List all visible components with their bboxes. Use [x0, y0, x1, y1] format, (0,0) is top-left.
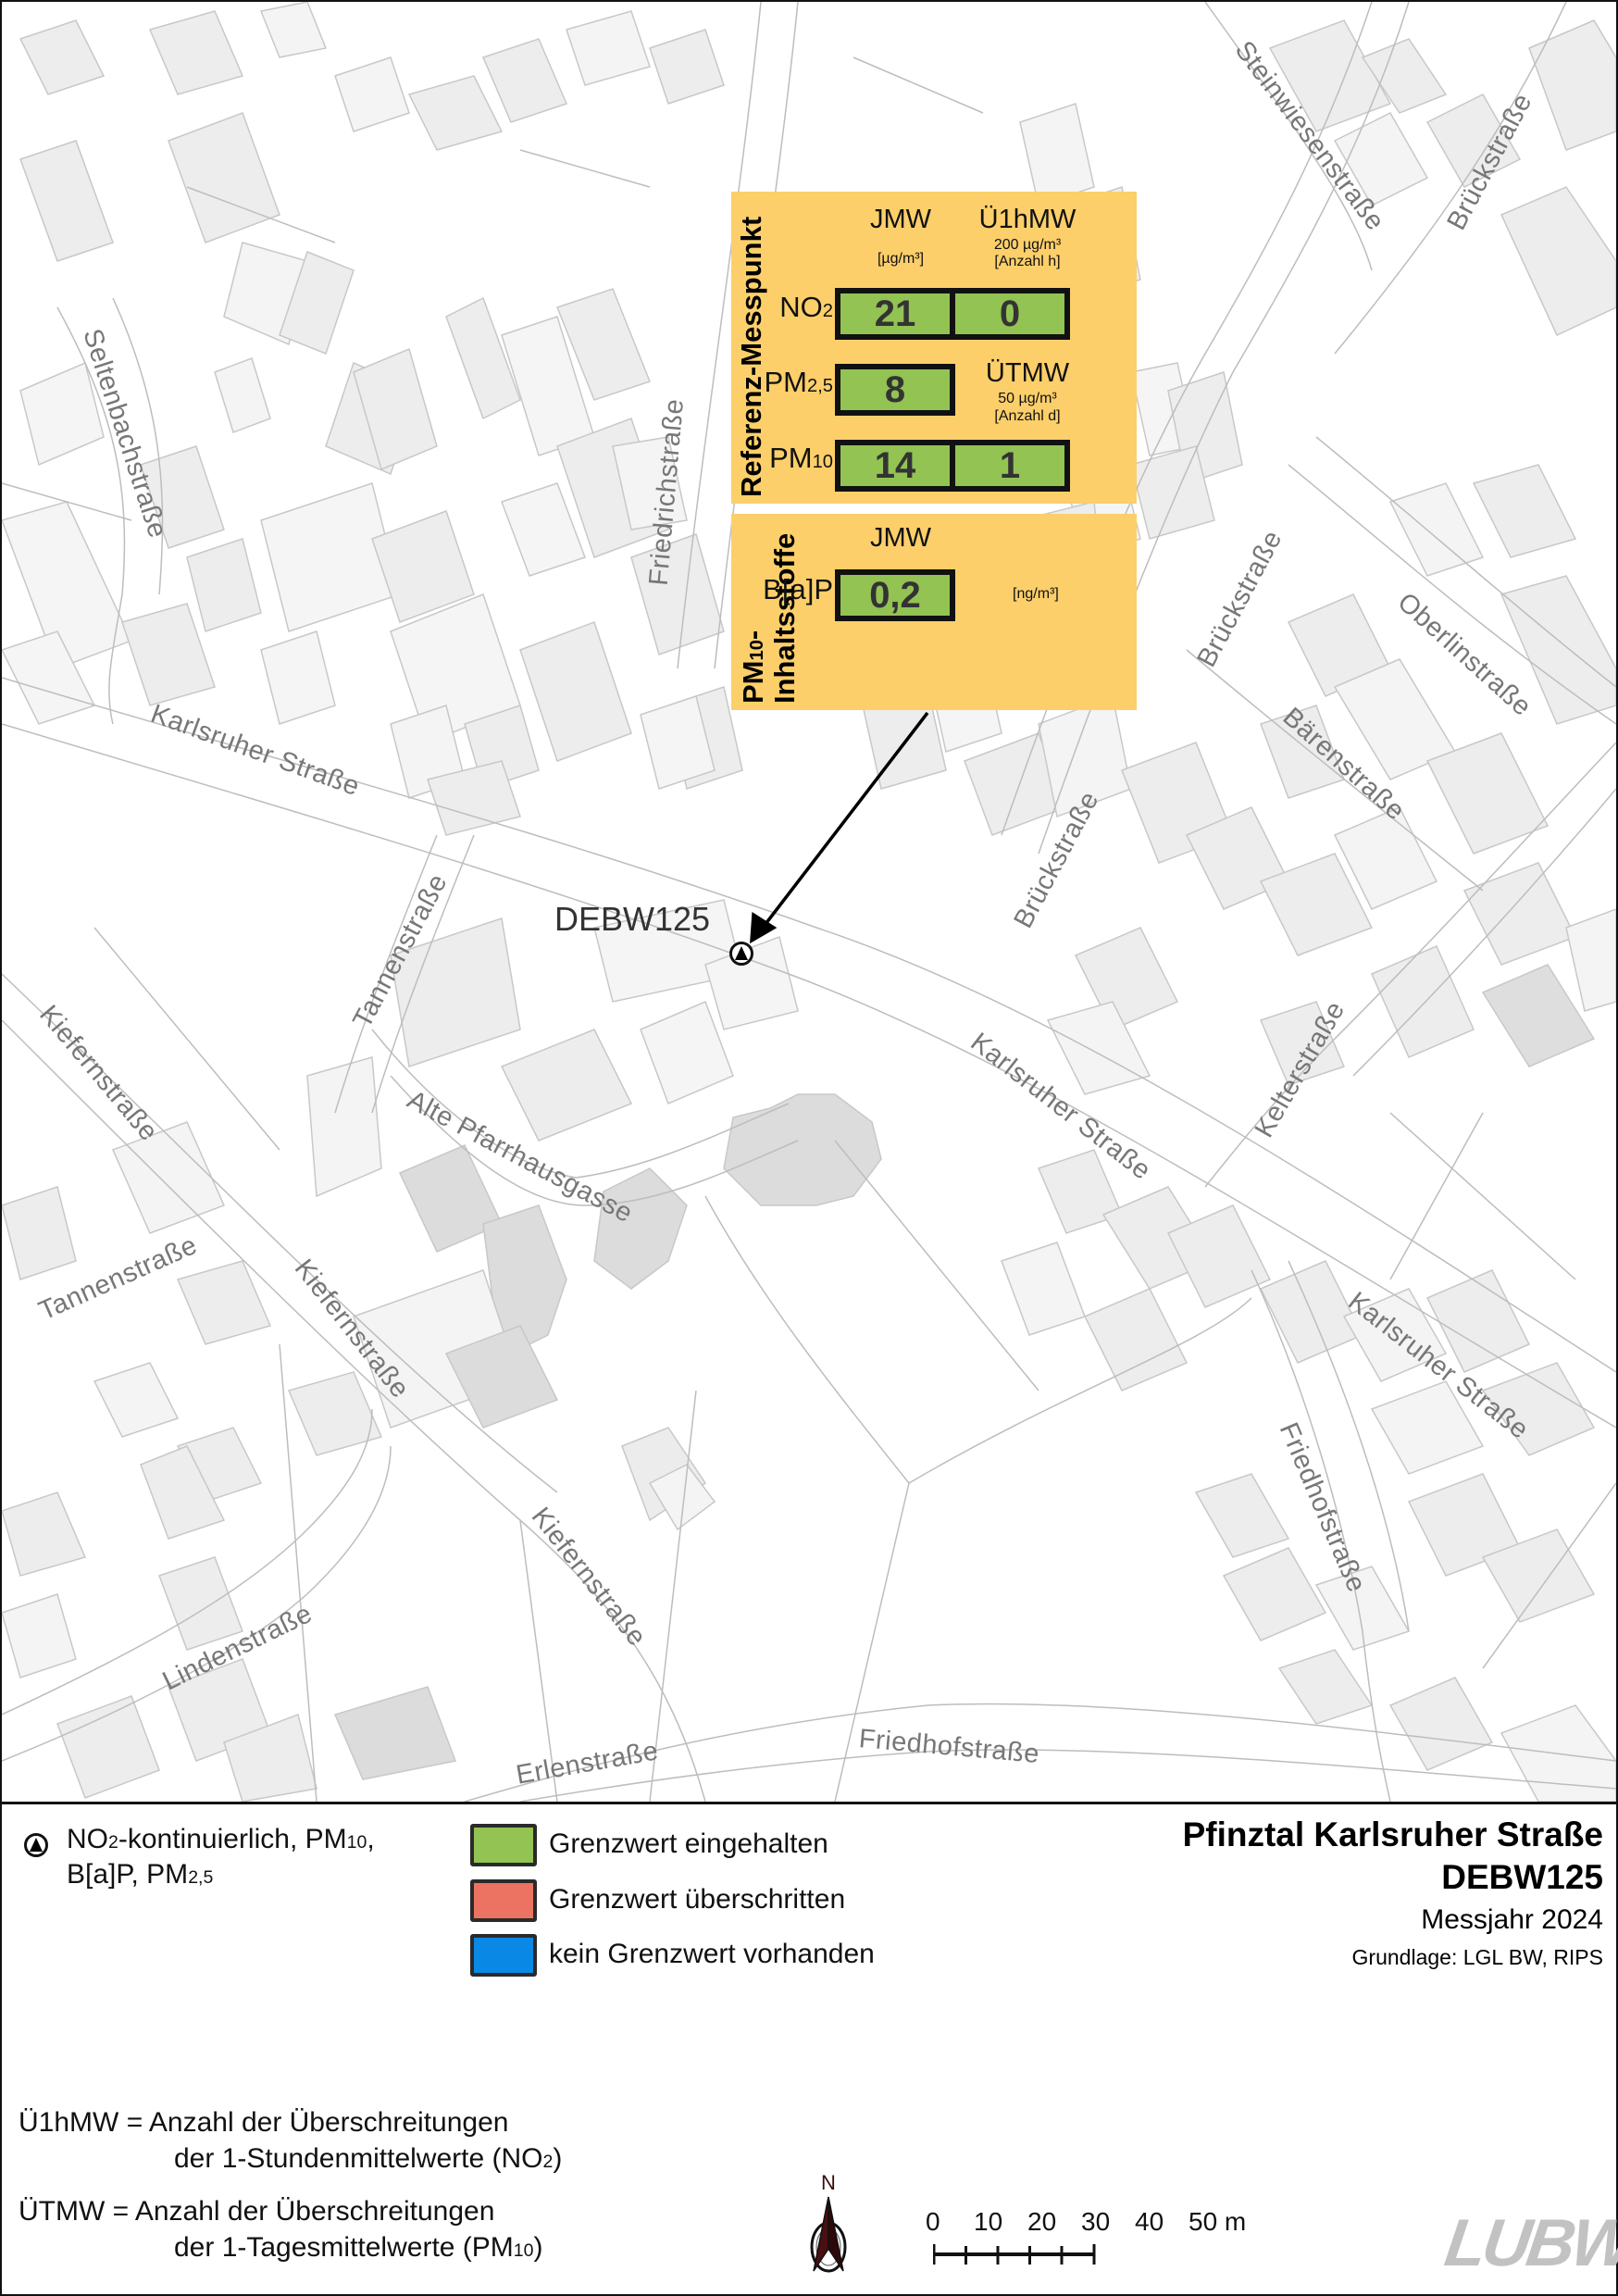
- legend-text: ,: [367, 1824, 375, 1854]
- station-id-title: DEBW125: [1441, 1858, 1603, 1896]
- abbr-u1hmw-line2: der 1-Stundenmittelwerte (NO2): [174, 2143, 562, 2175]
- abbr-subscript: 2: [542, 2152, 554, 2172]
- reference-panel: Referenz-Messpunkt JMW [µg/m³] Ü1hMW 200…: [731, 192, 1137, 504]
- pollutant-subscript: 2,5: [807, 376, 833, 396]
- pollutant-subscript: 10: [812, 452, 833, 472]
- data-source: Grundlage: LGL BW, RIPS: [1351, 1945, 1603, 1969]
- legend-separator: [0, 1802, 1618, 1804]
- constituents-panel: PM10- Inhaltsstoffe JMW B[a]P 0,2 [ng/m³…: [731, 514, 1137, 710]
- abbr-definition: = Anzahl der Überschreitungen: [126, 2107, 509, 2138]
- pm10-utmw-cell: 1: [950, 440, 1070, 492]
- pm25-jmw-cell: 8: [835, 364, 955, 416]
- map-canvas[interactable]: Steinwiesenstraße Brückstraße Seltenbach…: [2, 2, 1616, 1802]
- legend-text: B[a]P, PM: [67, 1859, 189, 1890]
- row-label-no2: NO2: [739, 291, 833, 324]
- abbr-definition: ): [533, 2232, 543, 2263]
- scale-tick-label: 50 m: [1189, 2207, 1247, 2236]
- legend-subscript: 2,5: [188, 1867, 214, 1888]
- pm10-jmw-cell: 14: [835, 440, 955, 492]
- north-label: N: [821, 2171, 836, 2194]
- abbr-key: Ü1hMW: [19, 2107, 119, 2138]
- pollutant-name: NO: [779, 291, 823, 323]
- abbr-utmw-line1: ÜTMW = Anzahl der Überschreitungen: [19, 2196, 494, 2227]
- legend-no-limit-label: kein Grenzwert vorhanden: [549, 1939, 875, 1969]
- abbr-key: ÜTMW: [19, 2196, 106, 2227]
- abbr-definition: der 1-Stundenmittelwerte (NO: [174, 2143, 543, 2174]
- scale-tick-label: 0: [926, 2207, 940, 2236]
- row-label-pm10: PM10: [739, 442, 833, 475]
- title-suffix: -: [737, 630, 769, 641]
- title-text: PM: [737, 660, 769, 705]
- legend-station-line2: B[a]P, PM2,5: [67, 1859, 213, 1890]
- row-label-bap: B[a]P: [763, 573, 833, 605]
- col-header-utmw: ÜTMW: [985, 358, 1070, 388]
- no2-jmw-cell: 21: [835, 288, 955, 340]
- scale-tick-label: 40: [1135, 2207, 1164, 2236]
- row-label-pm25: PM2,5: [739, 366, 834, 399]
- abbr-utmw-line2: der 1-Tagesmittelwerte (PM10): [174, 2232, 543, 2264]
- col-header-jmw: JMW: [869, 523, 932, 553]
- station-label: DEBW125: [554, 900, 711, 938]
- abbr-definition: = Anzahl der Überschreitungen: [112, 2196, 495, 2227]
- title-block: Pfinztal Karlsruher Straße DEBW125 Messj…: [1183, 1815, 1603, 1974]
- col-header-jmw-unit: [µg/m³]: [877, 251, 925, 267]
- bap-unit: [ng/m³]: [1013, 586, 1059, 602]
- abbr-definition: ): [553, 2143, 563, 2174]
- abbr-u1hmw-line1: Ü1hMW = Anzahl der Überschreitungen: [19, 2107, 508, 2139]
- title-subscript: 10: [747, 640, 767, 661]
- col-header-u1hmw-unit: [Anzahl h]: [994, 254, 1061, 269]
- legend-subscript: 10: [346, 1832, 367, 1853]
- scale-tick-label: 20: [1027, 2207, 1057, 2236]
- swatch-exceeded: [470, 1879, 537, 1922]
- north-arrow: N: [801, 2171, 856, 2273]
- north-arrow-icon: [810, 2196, 847, 2273]
- legend-text: NO: [67, 1824, 108, 1854]
- swatch-no-limit: [470, 1934, 537, 1977]
- legend-station-line1: NO2-kontinuierlich, PM10,: [67, 1824, 375, 1855]
- legend-subscript: 2: [108, 1832, 118, 1853]
- map-title: Pfinztal Karlsruher Straße: [1182, 1816, 1603, 1853]
- abbr-subscript: 10: [513, 2240, 534, 2261]
- abbr-definition: der 1-Tagesmittelwerte (PM: [174, 2232, 514, 2263]
- pollutant-name: PM: [764, 366, 808, 398]
- station-marker-icon[interactable]: [729, 942, 753, 966]
- measurement-year: Messjahr 2024: [1421, 1904, 1603, 1935]
- basemap: [2, 2, 1616, 1802]
- col-header-u1hmw: Ü1hMW: [978, 205, 1077, 234]
- lubw-logo: LUBW: [1440, 2206, 1618, 2280]
- no2-u1hmw-cell: 0: [950, 288, 1070, 340]
- scale-tick-label: 10: [974, 2207, 1003, 2236]
- pollutant-subscript: 2: [822, 301, 833, 321]
- col-header-jmw: JMW: [869, 205, 932, 234]
- pollutant-name: PM: [769, 442, 813, 474]
- constituents-panel-title-line1: PM10-: [737, 630, 770, 704]
- scale-bar-graphic: [933, 2244, 1096, 2265]
- col-header-u1hmw-limit: 200 µg/m³: [993, 237, 1062, 253]
- bap-jmw-cell: 0,2: [835, 569, 955, 621]
- constituents-panel-title-line2: Inhaltsstoffe: [768, 532, 801, 704]
- station-legend-icon: [24, 1833, 48, 1857]
- legend-ok-label: Grenzwert eingehalten: [549, 1828, 828, 1859]
- scale-tick-label: 30: [1081, 2207, 1111, 2236]
- col-header-utmw-unit: [Anzahl d]: [994, 408, 1061, 424]
- col-header-utmw-limit: 50 µg/m³: [998, 391, 1057, 406]
- legend-text: -kontinuierlich, PM: [118, 1824, 347, 1854]
- legend-exceeded-label: Grenzwert überschritten: [549, 1884, 846, 1915]
- swatch-ok: [470, 1824, 537, 1866]
